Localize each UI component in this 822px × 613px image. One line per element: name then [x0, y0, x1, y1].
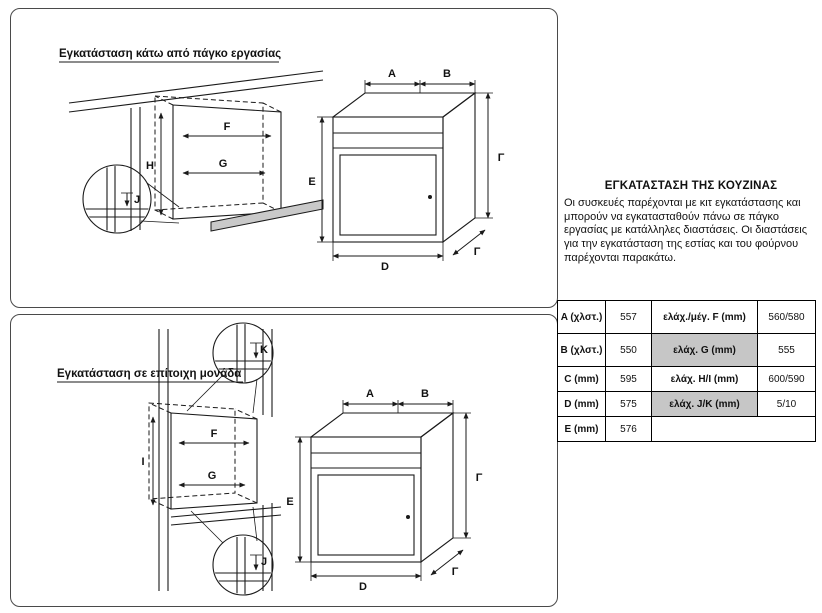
dim-label-B: B [421, 388, 429, 400]
dim-label-cell: E (mm) [557, 416, 606, 442]
dim-label-A: A [366, 388, 374, 400]
dim-label-cell: A (χλστ.) [557, 300, 606, 334]
panel-title: Εγκατάσταση κάτω από πάγκο εργασίας [59, 48, 281, 60]
dim-label-cell: C (mm) [557, 366, 606, 392]
dim-label-F: F [224, 121, 231, 133]
dim-value-cell: 555 [757, 333, 816, 367]
dim-label-J: J [261, 556, 267, 568]
dim-value-cell: 557 [605, 300, 652, 334]
panel-tall-unit: Εγκατάσταση σε επίτοιχη μονάδα [10, 314, 558, 607]
dim-label-G: G [219, 158, 228, 170]
dim-label-I: I [141, 456, 144, 468]
dim-label-A: A [388, 68, 396, 80]
oven-isometric-drawing: A B E Γ D Γ [286, 388, 482, 593]
dim-label-F: F [211, 428, 218, 440]
dim-label-J: J [134, 194, 140, 206]
article-body: Οι συσκευές παρέχονται με κιτ εγκατάστασ… [564, 197, 807, 264]
dim-value-cell: 550 [605, 333, 652, 367]
table-row: A (χλστ.) 557 ελάχ./μέγ. F (mm) 560/580 [557, 300, 816, 334]
door-handle-dot [406, 515, 410, 519]
dim-label-D: D [381, 261, 389, 273]
empty-cell [651, 416, 816, 442]
dim-label-cell: B (χλστ.) [557, 333, 606, 367]
dim-label-D: D [359, 581, 367, 593]
dim-label-cell: ελάχ. H/I (mm) [651, 366, 758, 392]
dim-label-B: B [443, 68, 451, 80]
worktop-cabinet-drawing: F H G [68, 70, 324, 232]
undercounter-diagram: Εγκατάσταση κάτω από πάγκο εργασίας [59, 48, 505, 273]
dim-label-cell: ελάχ. J/K (mm) [651, 391, 758, 417]
dim-label-G: G [208, 470, 217, 482]
dim-label-K: K [260, 344, 268, 356]
dim-value-cell: 600/590 [757, 366, 816, 392]
dim-label-E: E [308, 176, 315, 188]
tall-unit-diagram: Εγκατάσταση σε επίτοιχη μονάδα [57, 322, 483, 596]
table-row: E (mm) 576 [557, 416, 816, 442]
dim-value-cell: 595 [605, 366, 652, 392]
detail-circle-J: J [190, 506, 274, 596]
dim-value-cell: 5/10 [757, 391, 816, 417]
dim-label-gamma-bottom: Γ [474, 246, 481, 258]
dim-label-E: E [286, 496, 293, 508]
dim-label-cell: ελάχ./μέγ. F (mm) [651, 300, 758, 334]
dim-label-H: H [146, 160, 154, 172]
panel-undercounter: Εγκατάσταση κάτω από πάγκο εργασίας [10, 8, 558, 308]
table-row: B (χλστ.) 550 ελάχ. G (mm) 555 [557, 333, 816, 367]
dim-value-cell: 575 [605, 391, 652, 417]
panel-title: Εγκατάσταση σε επίτοιχη μονάδα [57, 368, 241, 380]
oven-isometric-drawing: A B E Γ D Γ [308, 68, 504, 273]
dim-label-cell: ελάχ. G (mm) [651, 333, 758, 367]
dim-label-gamma-right: Γ [476, 472, 483, 484]
article-heading: ΕΓΚΑΤΑΣΤΑΣΗ ΤΗΣ ΚΟΥΖΙΝΑΣ [604, 180, 778, 192]
dim-label-gamma-right: Γ [498, 152, 505, 164]
dimensions-table: A (χλστ.) 557 ελάχ./μέγ. F (mm) 560/580 … [557, 300, 816, 442]
table-row: C (mm) 595 ελάχ. H/I (mm) 600/590 [557, 366, 816, 392]
table-row: D (mm) 575 ελάχ. J/K (mm) 5/10 [557, 391, 816, 417]
dim-label-cell: D (mm) [557, 391, 606, 417]
installation-article: ΕΓΚΑΤΑΣΤΑΣΗ ΤΗΣ ΚΟΥΖΙΝΑΣ Οι συσκευές παρ… [564, 180, 818, 265]
dim-label-gamma-bottom: Γ [452, 566, 459, 578]
door-handle-dot [428, 195, 432, 199]
dim-value-cell: 560/580 [757, 300, 816, 334]
detail-circle-K: K [186, 322, 274, 414]
dim-value-cell: 576 [605, 416, 652, 442]
detail-circle-J: J [82, 164, 180, 234]
